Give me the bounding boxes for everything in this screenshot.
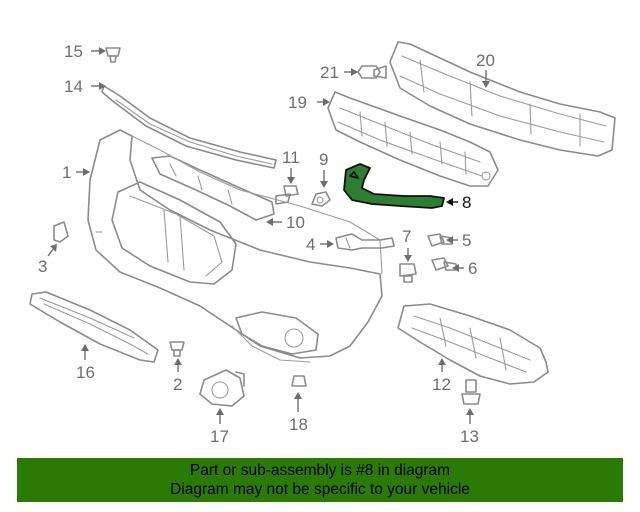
- part-19-absorber: [327, 91, 499, 187]
- part-16-lower-grille: [29, 291, 159, 363]
- callout-17: 17: [210, 427, 229, 446]
- callout-9: 9: [319, 150, 328, 169]
- info-banner: Part or sub-assembly is #8 in diagram Di…: [17, 458, 623, 502]
- part-8-highlighted-bracket: [343, 163, 445, 209]
- callout-12: 12: [432, 375, 451, 394]
- callout-4: 4: [306, 235, 315, 254]
- part-18-clip: [291, 375, 307, 387]
- callout-1: 1: [62, 163, 71, 182]
- part-15-clip: [105, 47, 121, 63]
- callout-10: 10: [286, 213, 305, 232]
- callout-5: 5: [462, 231, 471, 250]
- part-13-clip: [461, 379, 481, 405]
- banner-line-2: Diagram may not be specific to your vehi…: [170, 481, 470, 498]
- callout-6: 6: [468, 259, 477, 278]
- callout-21: 21: [320, 63, 339, 82]
- part-3-plate: [53, 221, 69, 243]
- part-12-under-cover: [397, 303, 549, 385]
- callout-2: 2: [173, 375, 182, 394]
- part-1-bumper-cover: [87, 129, 383, 363]
- part-17-fog-cover: [199, 369, 245, 407]
- part-10-bracket: [151, 155, 275, 221]
- callout-19: 19: [288, 93, 307, 112]
- leader-lines: [47, 47, 490, 424]
- part-7-clip: [399, 263, 417, 283]
- callout-labels: 15 14 1 3 16 2 17 18 11 9 10 19 21 20 4 …: [38, 42, 495, 446]
- part-14-upper-strip: [101, 85, 277, 169]
- part-2-clip: [169, 341, 185, 357]
- callout-11: 11: [282, 148, 300, 167]
- part-5-bolt: [427, 233, 453, 247]
- callout-15: 15: [64, 42, 83, 61]
- callout-16: 16: [76, 363, 95, 382]
- callout-13: 13: [460, 427, 479, 446]
- callout-14: 14: [64, 77, 83, 96]
- part-4-bracket: [335, 233, 395, 251]
- part-21-bolt: [357, 65, 387, 79]
- callout-18: 18: [289, 415, 308, 434]
- callout-8: 8: [462, 193, 471, 212]
- part-9-bolt: [311, 191, 331, 207]
- callout-20: 20: [476, 51, 495, 70]
- part-11-bolt: [275, 185, 299, 205]
- banner-line-1: Part or sub-assembly is #8 in diagram: [189, 462, 451, 479]
- callout-7: 7: [402, 227, 411, 246]
- part-20-reinforcement: [389, 41, 616, 157]
- callout-3: 3: [38, 257, 47, 276]
